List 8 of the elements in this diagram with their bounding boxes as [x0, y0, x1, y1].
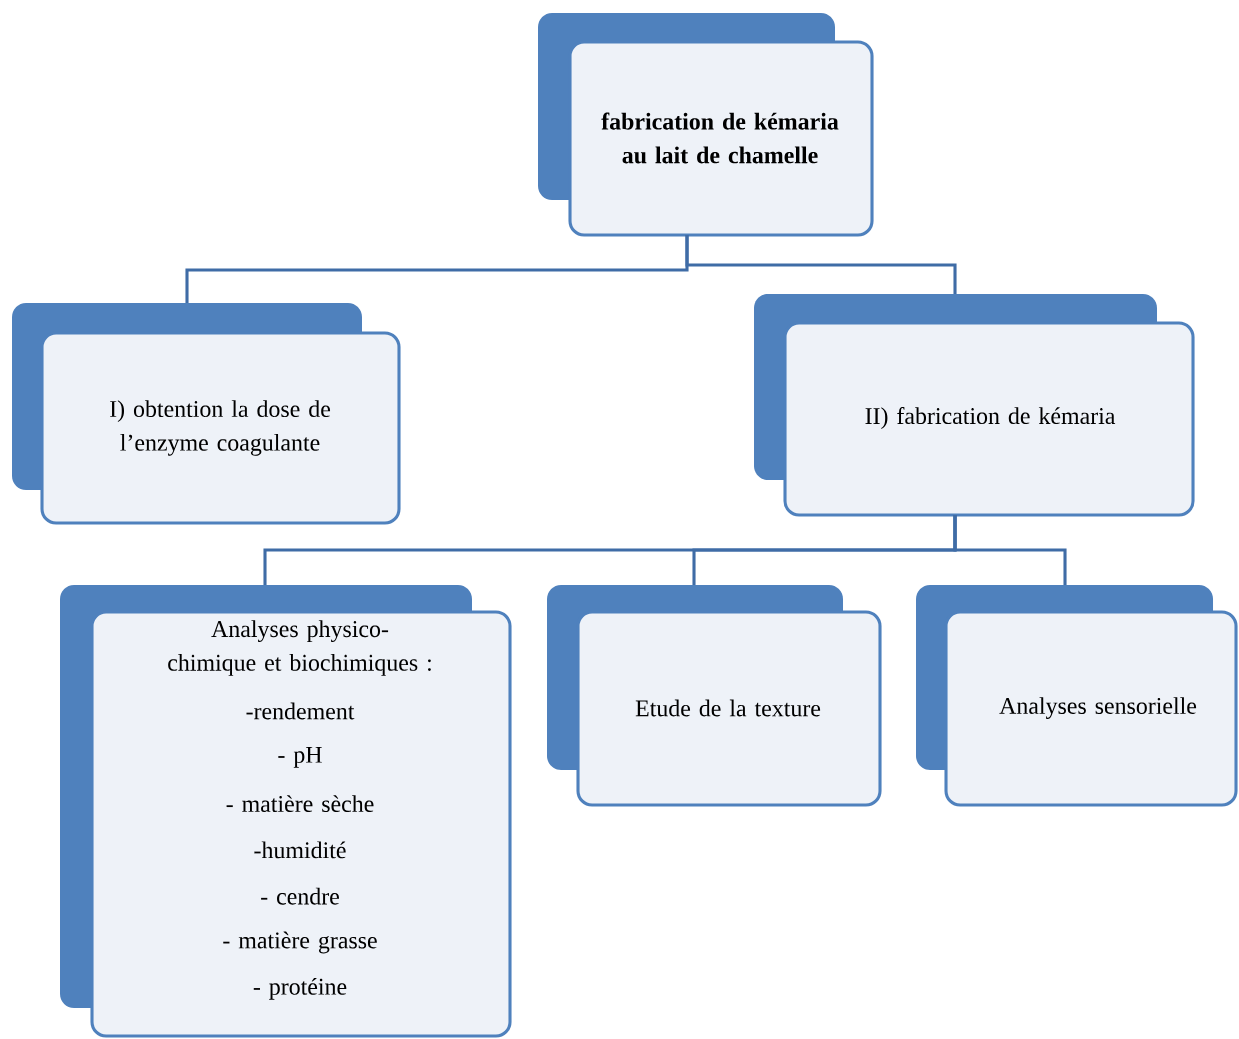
- process-box: II) fabrication de kémaria: [754, 294, 1195, 517]
- connector-line: [685, 235, 957, 294]
- process-box: Etude de la texture: [547, 585, 882, 807]
- process-box: fabrication de kémaria au lait de chamelle: [538, 13, 874, 237]
- connector-line: [953, 515, 1067, 585]
- process-box: I) obtention la dose de l’enzyme coagulante: [12, 303, 401, 525]
- process-box: Analyses sensorielle: [916, 585, 1238, 807]
- process-box: Analyses physico-chimique et biochimiques : -rendement - pH - matière sèche -humidité - cendre - matière grasse - protéine: [60, 585, 512, 1038]
